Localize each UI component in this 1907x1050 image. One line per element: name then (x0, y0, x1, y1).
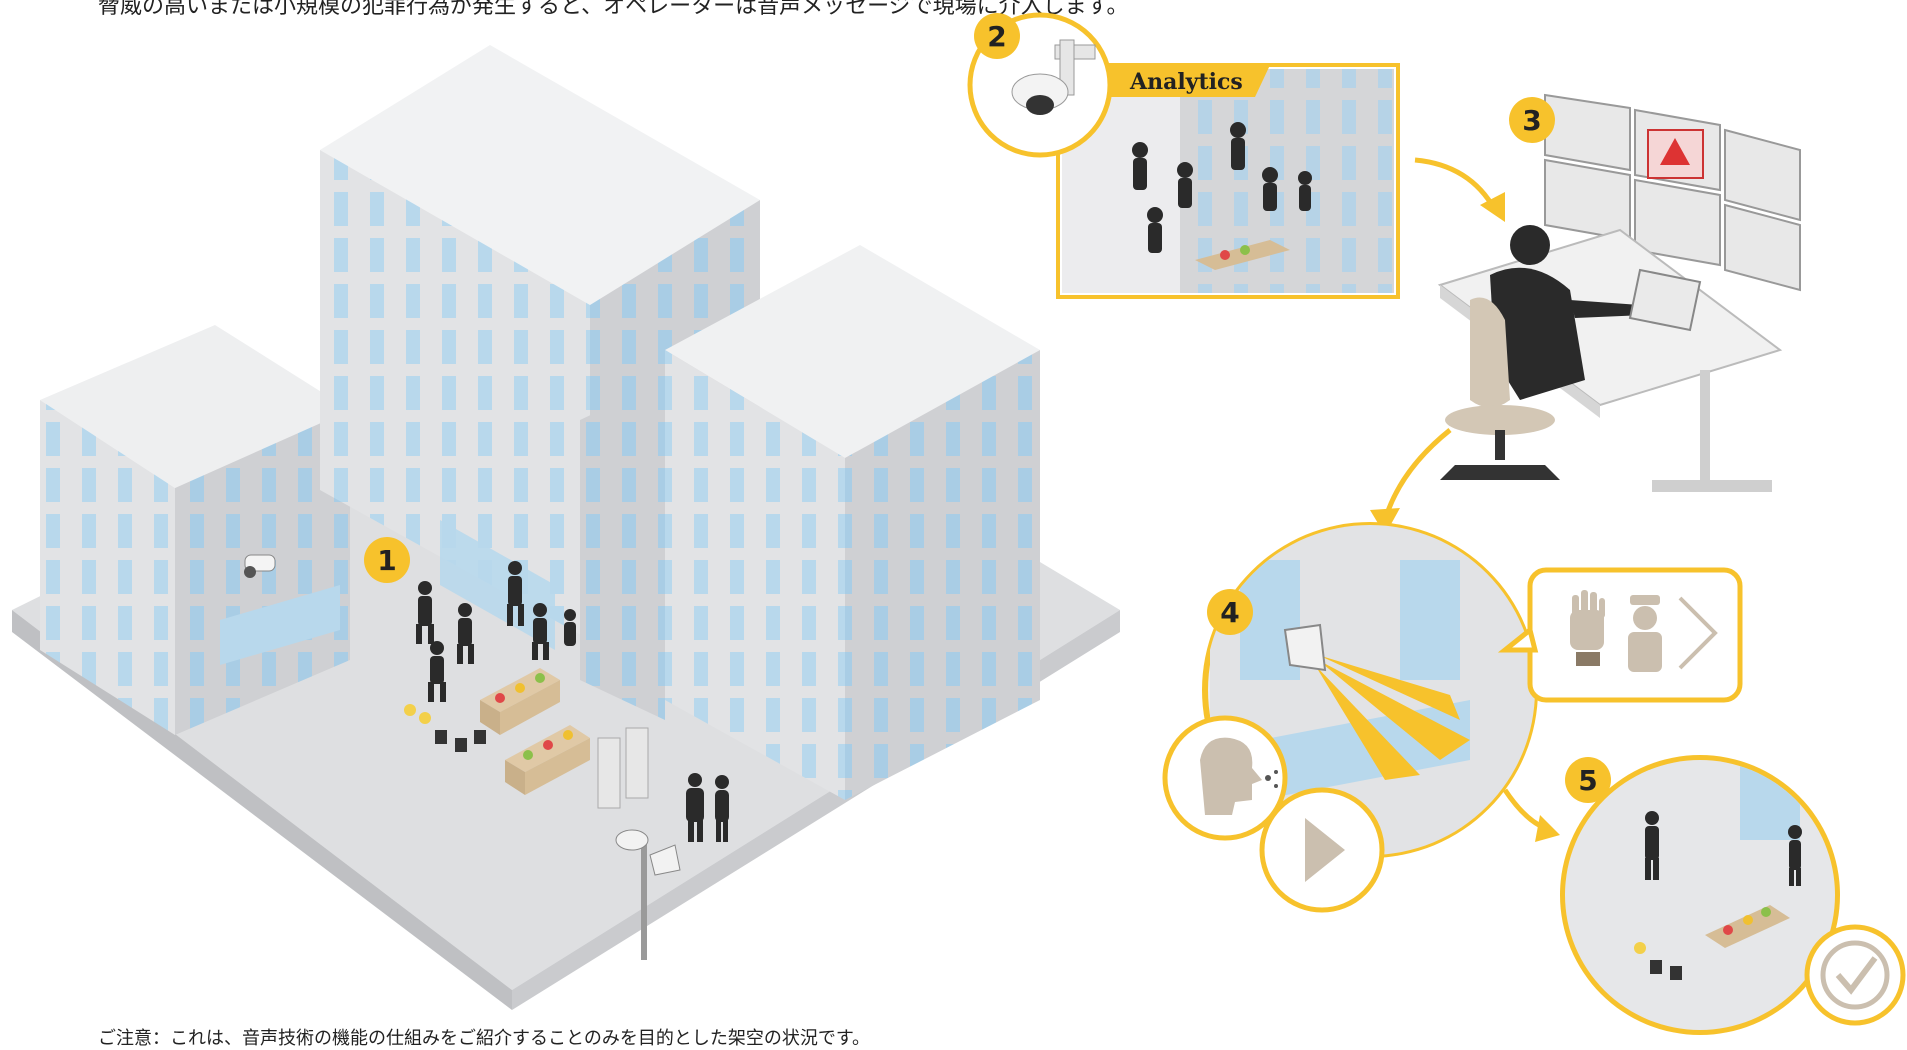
flower-pots (404, 704, 486, 752)
operator-head (1510, 225, 1550, 265)
arrow-2-to-3 (1414, 157, 1498, 212)
intro-text: 脅威の高いまたは小規模の犯罪行為が発生すると、オペレーターは音声メッセージで現場… (98, 0, 1129, 19)
footnote: ご注意：これは、音声技術の機能の仕組みをご紹介することのみを目的とした架空の状況… (98, 1028, 871, 1049)
analytics-panel: Analytics (1056, 63, 1400, 299)
security-guard-icon (1628, 595, 1662, 672)
step-1-number: 1 (377, 544, 396, 577)
arrow-3-to-4 (1382, 428, 1452, 521)
city-scene (12, 45, 1120, 1010)
step-2-badge: 2 (974, 13, 1020, 59)
operator-body (1490, 267, 1585, 400)
step-2-number: 2 (987, 20, 1006, 53)
wall-camera-icon (244, 554, 276, 578)
people-figures (416, 561, 729, 842)
monitor-wall (1544, 93, 1801, 292)
office-chair (1470, 297, 1510, 408)
check-icon (1835, 956, 1878, 995)
step-3-badge: 3 (1509, 97, 1555, 143)
step-5-badge: 5 (1565, 757, 1611, 803)
alert-icon (1660, 138, 1690, 165)
analytics-tag (1108, 65, 1270, 97)
chevron-arrow-icon (1678, 596, 1718, 670)
operator-station (1437, 93, 1801, 492)
intervention-bubble (1497, 567, 1743, 703)
step-3-number: 3 (1522, 104, 1541, 137)
stop-hand-icon (1570, 590, 1605, 666)
step-5-number: 5 (1578, 764, 1597, 797)
analytics-figures (1132, 122, 1312, 253)
play-circle (1259, 787, 1385, 913)
analytics-label: Analytics (1129, 69, 1243, 95)
fruit-stalls (480, 668, 649, 809)
speaker-scene (1202, 522, 1538, 858)
checkmark-circle (1804, 924, 1906, 1026)
speaking-head-icon (1200, 737, 1262, 815)
step-4-number: 4 (1220, 596, 1239, 629)
tablet (1628, 268, 1702, 332)
street-pole (615, 829, 681, 960)
play-icon (1305, 818, 1345, 882)
step-1-badge: 1 (364, 537, 410, 583)
voice-circle (1162, 715, 1288, 841)
horn-speaker-icon (1283, 623, 1327, 672)
resolved-scene (1560, 755, 1840, 1035)
front-building (665, 245, 1040, 800)
step-4-badge: 4 (1207, 589, 1253, 635)
left-building (40, 325, 350, 735)
